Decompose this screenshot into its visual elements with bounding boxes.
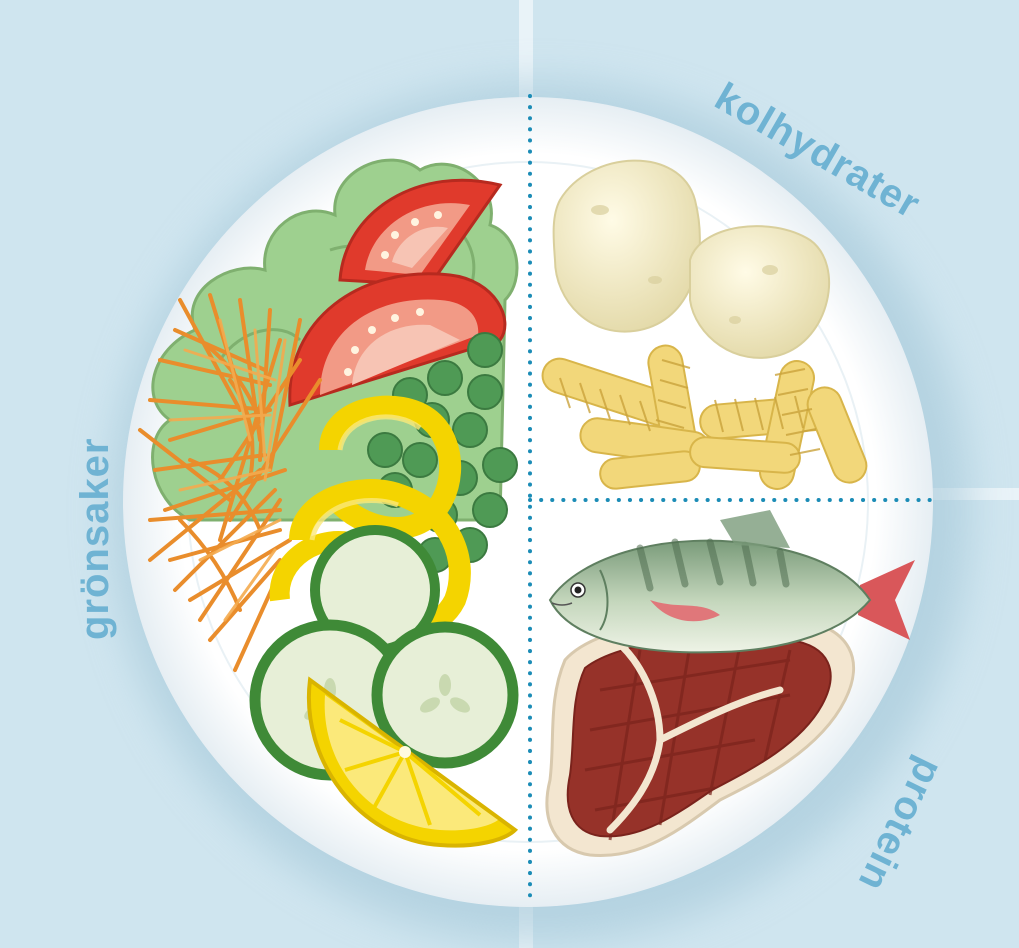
potato-icon	[690, 226, 829, 358]
label-vegetables: grönsaker	[73, 438, 117, 640]
potato-icon	[554, 161, 700, 332]
